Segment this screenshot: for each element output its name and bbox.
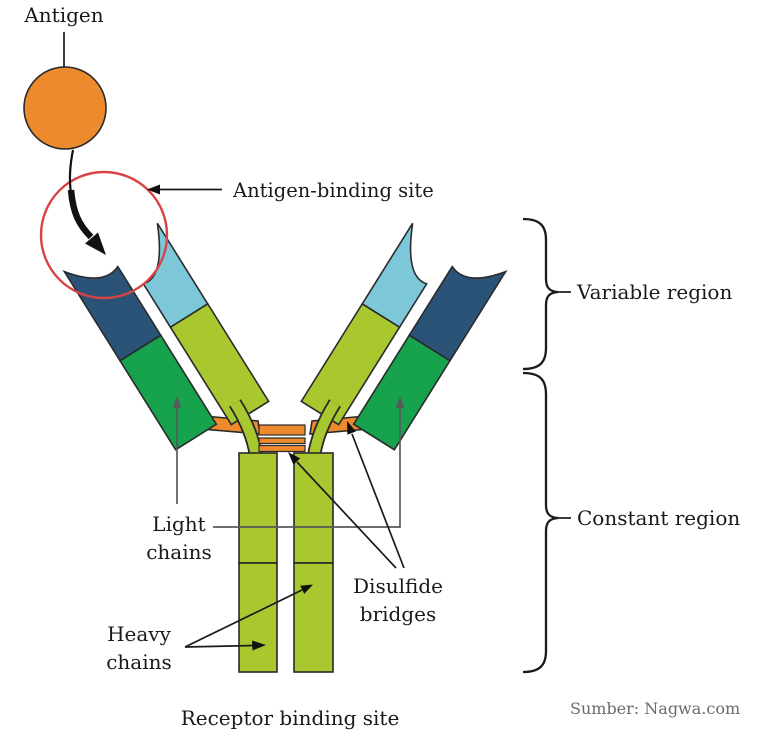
light-chains-label-line1: Light (152, 512, 205, 536)
heavy-chain-column-left-lower (238, 562, 278, 673)
heavy-chain-column-right-lower (293, 562, 334, 673)
antigen-path-curve-tail (68, 149, 75, 194)
heavy-chains-pointer-2-arrowhead-icon (300, 584, 313, 594)
antigen-label: Antigen (23, 3, 103, 27)
light-chains-pointer-left-arrowhead-icon (172, 396, 182, 408)
light-chains-pointer-right-arrowhead-icon (395, 396, 405, 408)
heavy-chains-pointer-1 (184, 644, 255, 648)
antigen-path-arrowhead-icon (85, 232, 106, 255)
disulfide-bridges-label-line1: Disulfide (353, 574, 443, 598)
disulfide-bridges-label-line2: bridges (360, 602, 436, 626)
source-credit: Sumber: Nagwa.com (570, 699, 740, 718)
light-chain-left (62, 265, 218, 451)
constant-region-label: Constant region (577, 506, 740, 530)
light-chain-left-variable-segment (62, 265, 162, 362)
heavy-chain-arm-right-variable-segment (361, 222, 428, 329)
heavy-chain-column-right-upper (293, 452, 334, 564)
heavy-chains-pointer-2 (184, 589, 303, 648)
antigen-particle (23, 66, 107, 150)
heavy-chain-hinge-right (308, 400, 340, 457)
antigen-path-curve (67, 189, 94, 240)
disulfide-pointer-2 (351, 433, 405, 569)
heavy-chain-column-left-upper (238, 452, 278, 564)
antigen-binding-site-ring (39, 170, 169, 300)
disulfide-bridge-bar-3 (258, 444, 306, 453)
heavy-chain-hinge-left (230, 400, 262, 457)
heavy-chains-label-line1: Heavy (107, 622, 172, 646)
disulfide-bridge-bar-2 (258, 437, 306, 445)
constant-region-brace (522, 371, 559, 674)
antigen-binding-site-label: Antigen-binding site (232, 179, 434, 202)
disulfide-pointer-1-arrowhead-icon (288, 452, 301, 465)
heavy-chain-arm-right (300, 222, 428, 426)
light-chain-right (352, 265, 508, 451)
disulfide-bridge-bar-1 (258, 424, 306, 436)
light-chains-label-line2: chains (146, 540, 212, 564)
variable-region-brace (522, 217, 559, 371)
binding-site-arrowhead-icon (147, 184, 160, 195)
disulfide-pointer-1 (296, 461, 397, 569)
variable-region-label: Variable region (576, 280, 732, 304)
disulfide-pointer-2-arrowhead-icon (347, 421, 356, 435)
light-chain-right-variable-segment (408, 265, 508, 362)
heavy-chains-pointer-1-arrowhead-icon (252, 640, 266, 651)
receptor-binding-site-label: Receptor binding site (181, 706, 400, 730)
heavy-chains-label-line2: chains (106, 650, 172, 674)
light-chains-pointer-right (213, 404, 401, 528)
